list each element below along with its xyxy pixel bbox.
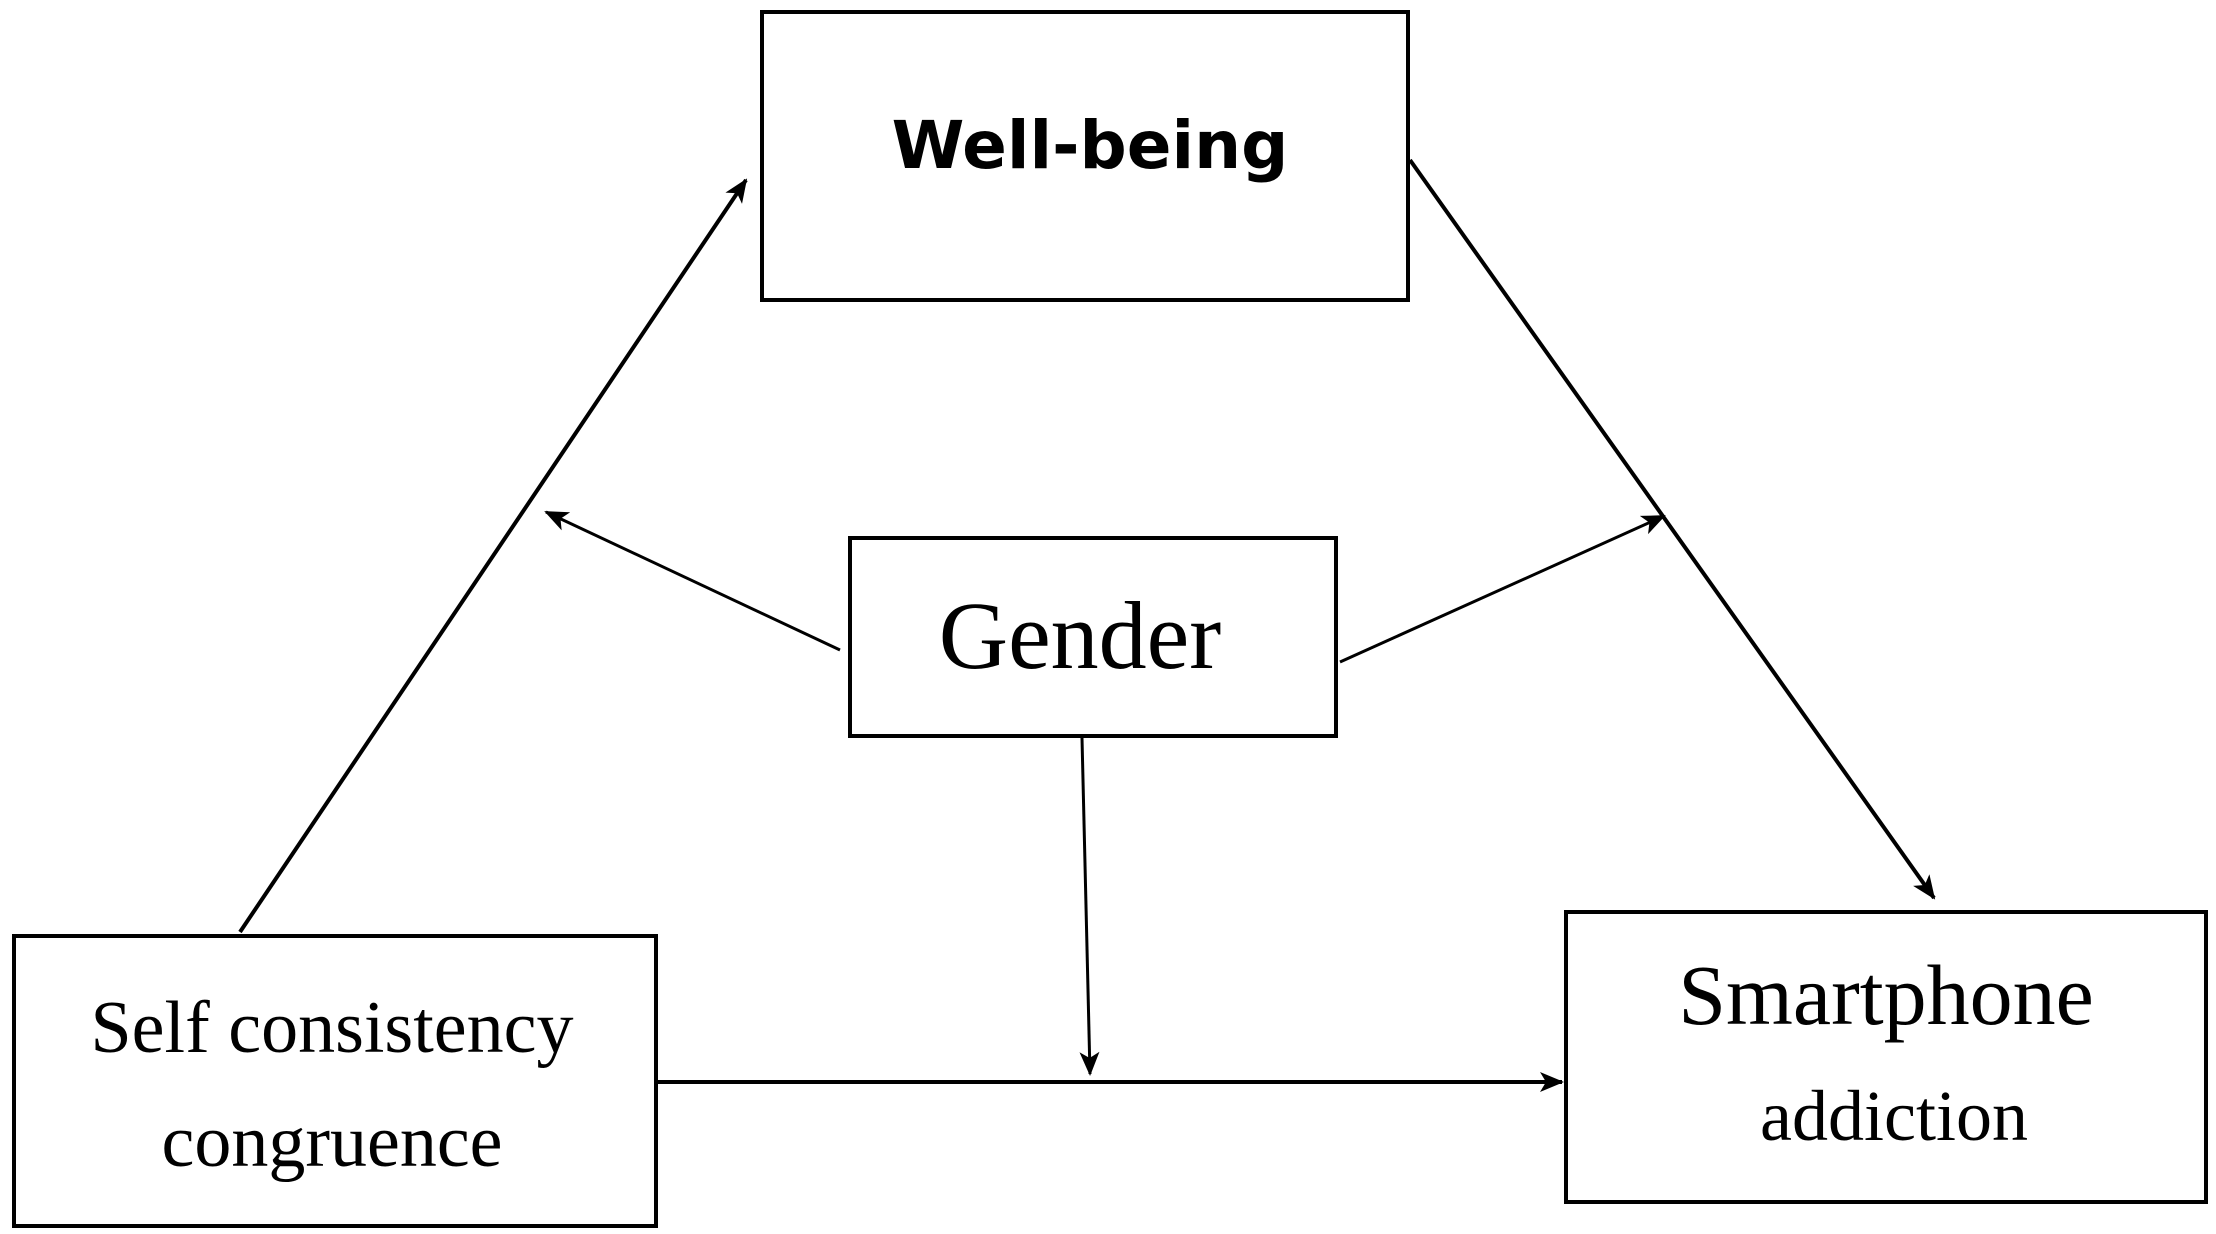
node-gender-label: Gender xyxy=(939,582,1222,689)
edge-gender-moderates-c-path xyxy=(1079,737,1100,1076)
node-gender: Gender xyxy=(848,536,1338,738)
node-self-consistency-line1: Self consistency xyxy=(91,987,574,1069)
node-well-being: Well-being xyxy=(760,10,1410,302)
node-well-being-label: Well-being xyxy=(892,107,1289,184)
node-smartphone-addiction-line2: addiction xyxy=(1760,1076,2028,1156)
node-self-consistency-line2: congruence xyxy=(161,1101,502,1183)
edge-wellbeing-to-smartphone xyxy=(1408,158,1936,900)
node-smartphone-addiction-line1: Smartphone xyxy=(1678,947,2094,1043)
edge-self-to-wellbeing xyxy=(238,178,748,934)
node-smartphone-addiction: Smartphone addiction xyxy=(1564,910,2208,1204)
edge-gender-moderates-b-path xyxy=(1339,514,1666,664)
node-self-consistency: Self consistency congruence xyxy=(12,934,658,1228)
edge-gender-moderates-a-path xyxy=(544,510,841,652)
